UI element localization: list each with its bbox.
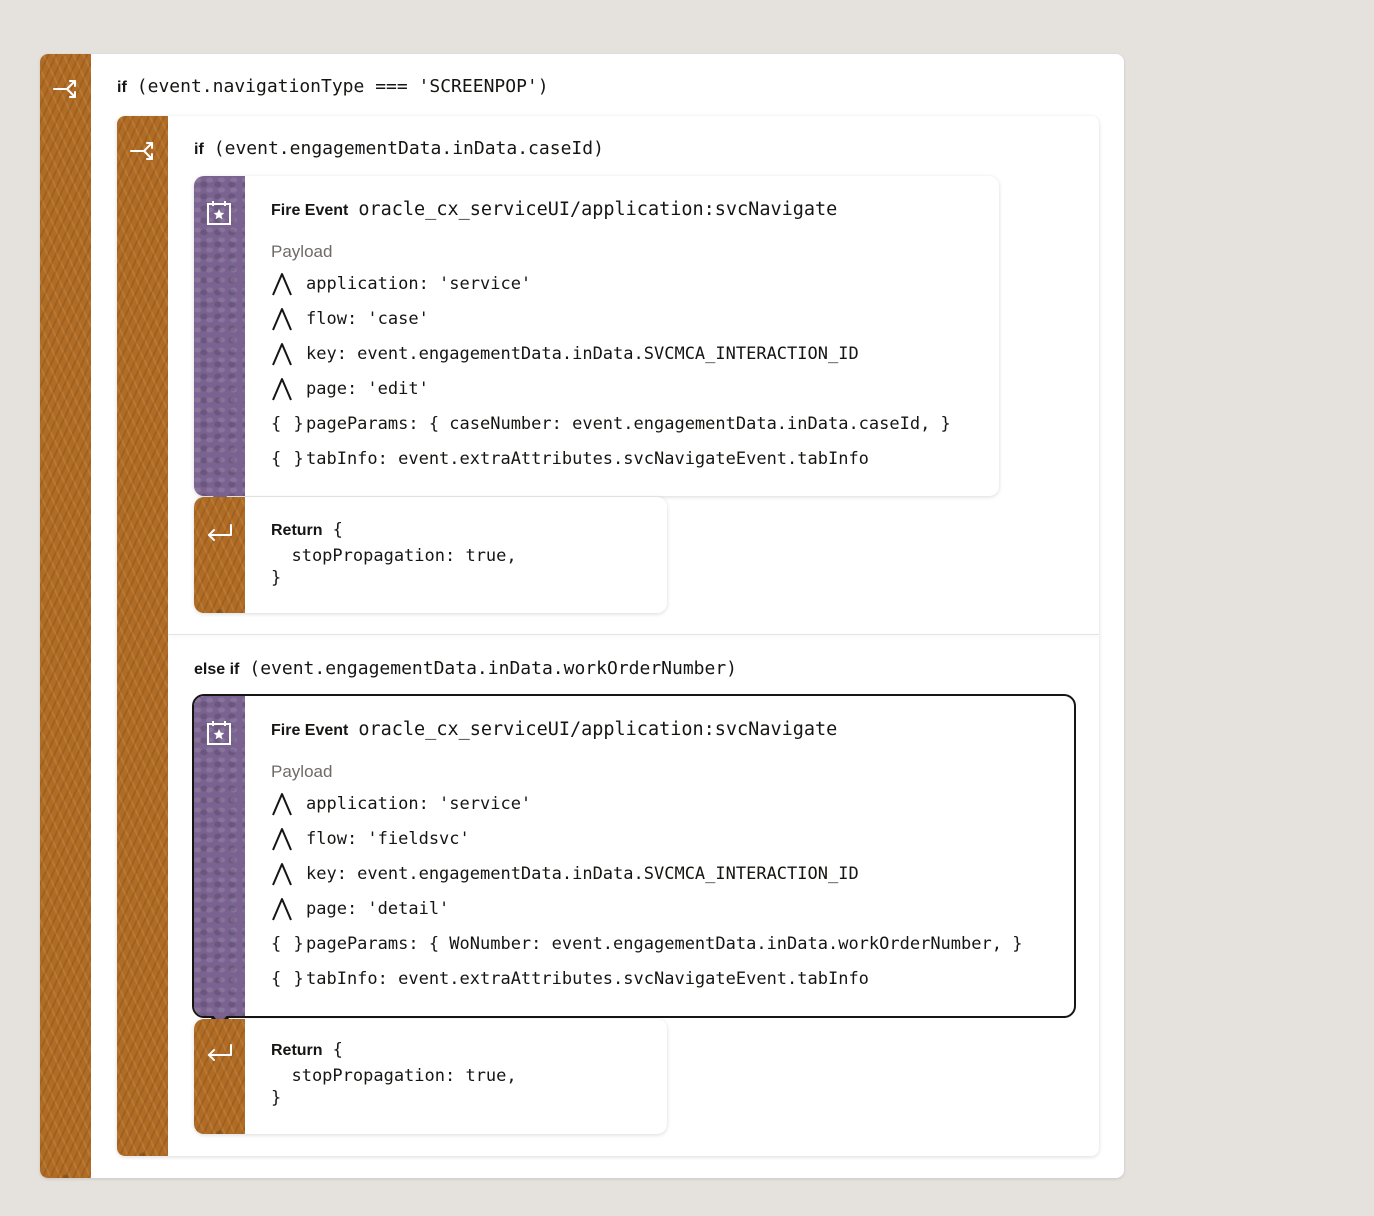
if-keyword: if [117, 79, 127, 96]
return-brace: { [332, 1040, 343, 1060]
fire-event-rail [194, 696, 245, 1016]
if-condition: (event.engagementData.inData.caseId) [213, 138, 604, 159]
payload-text: key: event.engagementData.inData.SVCMCA_… [306, 344, 859, 364]
payload-text: pageParams: { caseNumber: event.engageme… [306, 414, 951, 434]
return-rail [194, 497, 245, 613]
payload-row: application: 'service' [271, 270, 531, 298]
branch-divider [168, 634, 1099, 635]
return-body: stopPropagation: true, } [271, 546, 517, 588]
payload-text: page: 'edit' [306, 379, 429, 399]
calendar-star-icon [206, 200, 232, 226]
object-icon: { } [271, 969, 305, 989]
calendar-star-icon [206, 720, 232, 746]
inner-if-header: if (event.engagementData.inData.caseId) [194, 138, 604, 159]
payload-text: tabInfo: event.extraAttributes.svcNaviga… [306, 969, 869, 989]
event-name: oracle_cx_serviceUI/application:svcNavig… [358, 719, 838, 740]
payload-text: page: 'detail' [306, 899, 450, 919]
payload-row: key: event.engagementData.inData.SVCMCA_… [271, 860, 859, 888]
object-icon: { } [271, 934, 305, 954]
fire-event-keyword: Fire Event [271, 202, 349, 219]
return-keyword: Return [271, 1042, 323, 1059]
branch-icon [53, 76, 79, 100]
else-if-condition: (event.engagementData.inData.workOrderNu… [249, 658, 738, 679]
fire-event-rail [194, 176, 245, 496]
payload-row: key: event.engagementData.inData.SVCMCA_… [271, 340, 859, 368]
return-body: stopPropagation: true, } [271, 1066, 517, 1108]
string-icon [271, 862, 306, 886]
payload-text: flow: 'case' [306, 309, 429, 329]
else-if-header: else if (event.engagementData.inData.wor… [194, 658, 737, 679]
payload-row: page: 'edit' [271, 375, 429, 403]
string-icon [271, 307, 306, 331]
payload-text: pageParams: { WoNumber: event.engagement… [306, 934, 1023, 954]
return-card[interactable] [194, 497, 667, 613]
payload-text: flow: 'fieldsvc' [306, 829, 470, 849]
string-icon [271, 272, 306, 296]
if-keyword: if [194, 141, 204, 158]
outer-if-rail [40, 54, 91, 1178]
payload-text: application: 'service' [306, 794, 532, 814]
outer-if-header: if (event.navigationType === 'SCREENPOP'… [117, 76, 549, 97]
return-header: Return { [271, 520, 343, 540]
string-icon [271, 827, 306, 851]
fire-event-title: Fire Event oracle_cx_serviceUI/applicati… [271, 199, 837, 220]
return-card[interactable] [194, 1019, 667, 1134]
return-rail [194, 1019, 245, 1134]
payload-text: key: event.engagementData.inData.SVCMCA_… [306, 864, 859, 884]
return-arrow-icon [206, 1041, 234, 1065]
payload-label: Payload [271, 762, 333, 781]
payload-row: application: 'service' [271, 790, 531, 818]
fire-event-card-selected[interactable] [192, 694, 1076, 1018]
else-if-keyword: else if [194, 661, 240, 678]
payload-row: flow: 'case' [271, 305, 429, 333]
payload-label: Payload [271, 242, 333, 261]
fire-event-title: Fire Event oracle_cx_serviceUI/applicati… [271, 719, 837, 740]
return-header: Return { [271, 1040, 343, 1060]
fire-event-keyword: Fire Event [271, 722, 349, 739]
payload-text: application: 'service' [306, 274, 532, 294]
object-icon: { } [271, 414, 305, 434]
string-icon [271, 377, 306, 401]
payload-row: flow: 'fieldsvc' [271, 825, 470, 853]
return-brace: { [332, 520, 343, 540]
payload-row: { } tabInfo: event.extraAttributes.svcNa… [271, 445, 869, 473]
if-condition: (event.navigationType === 'SCREENPOP') [136, 76, 549, 97]
payload-text: tabInfo: event.extraAttributes.svcNaviga… [306, 449, 869, 469]
event-name: oracle_cx_serviceUI/application:svcNavig… [358, 199, 838, 220]
payload-row: page: 'detail' [271, 895, 449, 923]
string-icon [271, 342, 306, 366]
payload-row: { } pageParams: { caseNumber: event.enga… [271, 410, 951, 438]
string-icon [271, 897, 306, 921]
return-arrow-icon [206, 521, 234, 545]
payload-row: { } pageParams: { WoNumber: event.engage… [271, 930, 1022, 958]
string-icon [271, 792, 306, 816]
fire-event-card[interactable] [194, 176, 999, 496]
return-keyword: Return [271, 522, 323, 539]
inner-if-rail [117, 116, 168, 1156]
branch-icon [130, 138, 156, 162]
object-icon: { } [271, 449, 305, 469]
payload-row: { } tabInfo: event.extraAttributes.svcNa… [271, 965, 869, 993]
